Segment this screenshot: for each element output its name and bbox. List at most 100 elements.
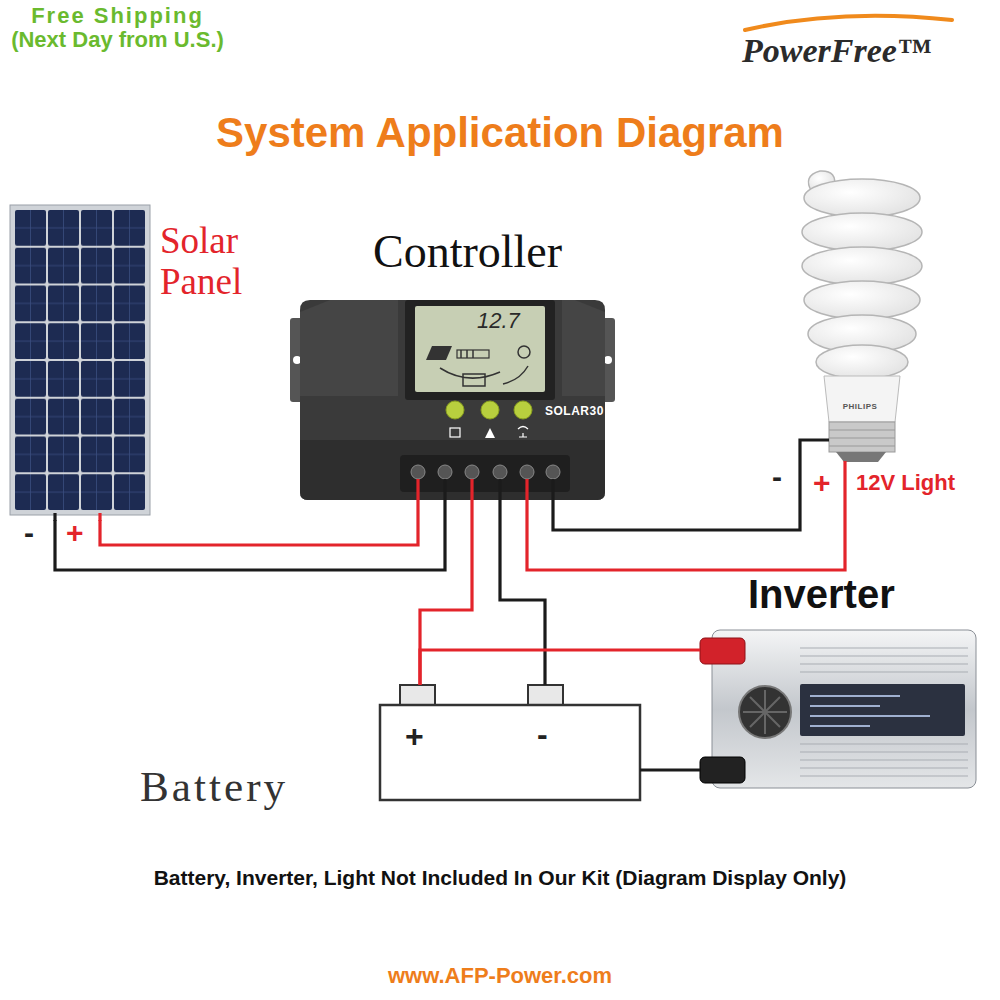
shipping-note: Free Shipping (Next Day from U.S.) — [5, 4, 230, 52]
bulb-art — [829, 422, 895, 452]
light-bulb: 12V Light PHILIPS — [770, 175, 990, 505]
inverter-label-holder: Inverter — [748, 572, 895, 616]
light-label-holder: 12V Light — [856, 471, 955, 495]
polarity-mark-holder: + — [66, 516, 84, 549]
terminal-leads — [416, 479, 419, 500]
controller-art — [300, 300, 398, 396]
terminal-screws — [411, 465, 425, 479]
controller-label-holder: Controller — [325, 227, 610, 278]
controller-art — [481, 401, 499, 419]
battery-art — [380, 705, 640, 800]
battery-art — [400, 685, 435, 707]
controller-art — [426, 346, 452, 360]
terminal-screws — [438, 465, 452, 479]
battery-art — [528, 685, 563, 707]
inverter-art — [800, 648, 968, 776]
logo-swoosh — [745, 16, 952, 30]
bulb-art — [804, 179, 920, 217]
wire — [420, 650, 700, 685]
lcd-reading-holder: 12.7 — [477, 309, 520, 333]
controller-art — [415, 306, 545, 392]
wire — [553, 500, 800, 530]
polarity-mark: + — [66, 516, 84, 549]
controller-art — [518, 346, 530, 358]
controller-art — [518, 427, 528, 438]
controller-art — [450, 428, 460, 437]
polarity-mark-holder: - — [537, 718, 548, 750]
polarity-mark: + — [813, 466, 831, 499]
website-url: www.AFP-Power.com — [388, 964, 612, 988]
controller-art — [300, 300, 605, 500]
diagram-caption-holder: Battery, Inverter, Light Not Included In… — [0, 866, 1000, 889]
bulb-art — [802, 213, 922, 251]
wire — [420, 500, 472, 685]
solar-panel-art — [10, 205, 150, 521]
controller-art — [463, 374, 485, 386]
terminal-screws — [493, 465, 507, 479]
battery-art — [380, 685, 640, 800]
terminal-leads — [525, 479, 528, 500]
polarity-mark: + — [405, 720, 424, 752]
inverter-art — [810, 696, 930, 726]
inverter-art — [700, 638, 745, 664]
bulb-art — [800, 171, 922, 505]
controller-art — [300, 440, 605, 500]
wire — [100, 500, 418, 545]
solar-panel: Solar Panel — [10, 205, 260, 520]
polarity-mark-holder: + — [813, 466, 831, 499]
bulb-art — [843, 461, 846, 505]
controller-art — [461, 350, 473, 358]
solar-panel-art — [53, 513, 56, 521]
wire — [640, 768, 700, 771]
inverter-art — [712, 630, 976, 788]
controller-art — [290, 300, 615, 500]
diagram-title: System Application Diagram — [216, 110, 784, 156]
brand-logo: PowerFree™ — [742, 32, 931, 69]
terminal-leads — [551, 479, 554, 500]
terminal-leads — [443, 479, 446, 500]
polarity-mark: - — [537, 718, 548, 750]
inverter: Inverter — [700, 570, 980, 790]
terminal-leads — [418, 479, 553, 500]
polarity-mark-holder: - — [772, 460, 782, 493]
controller-art — [503, 366, 528, 384]
brand-mark-holder: PHILIPS — [825, 395, 895, 413]
model-name-holder: SOLAR30 — [545, 401, 604, 419]
wire — [55, 500, 445, 570]
inverter-art — [700, 757, 745, 783]
polarity-mark-holder: - — [24, 516, 34, 549]
terminal-leads — [470, 479, 473, 500]
controller-art — [485, 428, 495, 438]
solar-panel-art — [98, 513, 101, 521]
diagram-title-holder: System Application Diagram — [0, 110, 1000, 156]
controller-art — [514, 401, 532, 419]
inverter-label: Inverter — [748, 572, 895, 616]
battery: Battery + - — [140, 685, 640, 815]
solar-panel-art — [10, 205, 150, 515]
shipping-note-holder: Free Shipping (Next Day from U.S.) — [5, 4, 230, 52]
polarity-mark-holder: + — [405, 720, 424, 752]
controller-art — [440, 368, 500, 378]
bulb-art — [829, 430, 895, 446]
panel-label: Solar Panel — [160, 221, 260, 302]
light-label: 12V Light — [856, 471, 955, 495]
website-url-holder: www.AFP-Power.com — [0, 964, 1000, 988]
controller-art — [446, 401, 464, 419]
controller-art — [604, 356, 612, 364]
wire — [500, 500, 545, 685]
bulb-art — [824, 376, 900, 422]
battery-label-holder: Battery — [140, 763, 288, 811]
bulb-art — [804, 281, 920, 319]
battery-label: Battery — [140, 763, 288, 811]
charge-controller: Controller 12.7SOLAR30 — [295, 225, 615, 500]
controller-art — [293, 356, 301, 364]
diagram-caption: Battery, Inverter, Light Not Included In… — [154, 866, 847, 889]
bulb-art — [836, 452, 886, 462]
controller-art — [400, 455, 570, 492]
terminal-screws — [520, 465, 534, 479]
inverter-art — [800, 684, 965, 736]
inverter-art — [700, 630, 976, 788]
bulb-art — [802, 247, 922, 285]
